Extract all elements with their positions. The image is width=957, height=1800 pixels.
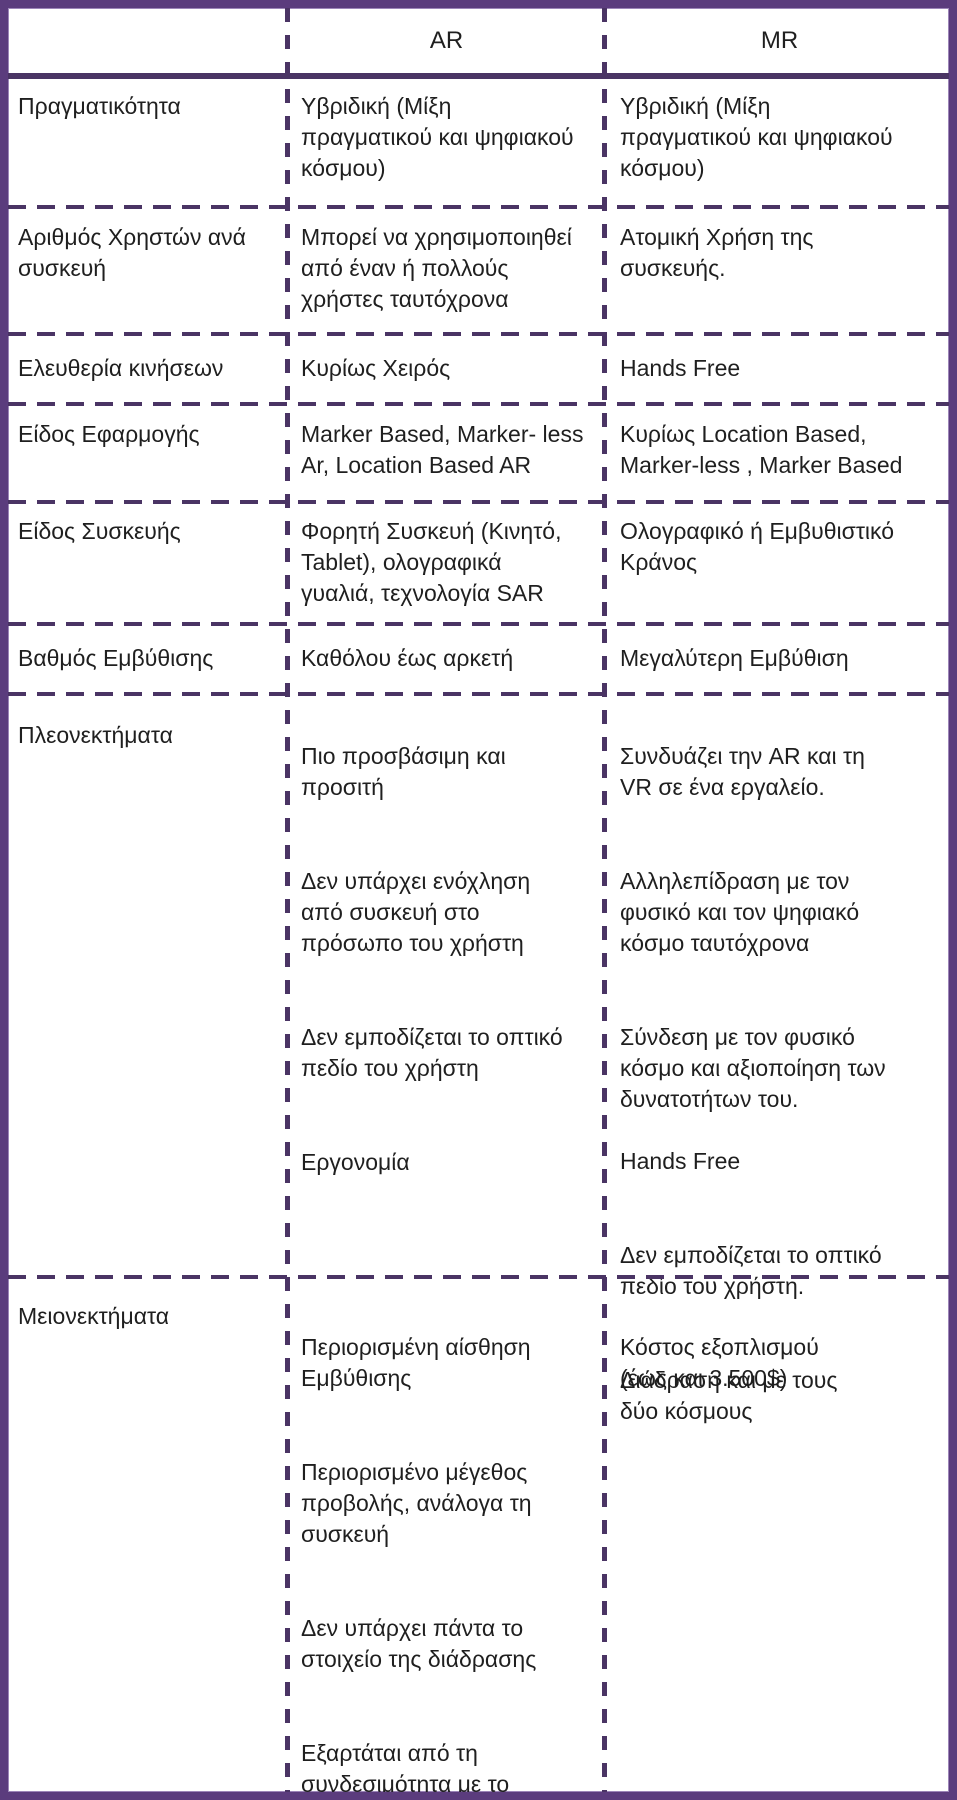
row-immersion-level: Βαθμός Εμβύθισης Καθόλου έως αρκετή Μεγα… [8, 626, 949, 709]
paragraph: Κυρίως Χειρός [301, 355, 451, 381]
paragraph: Υβριδική (Μίξη πραγματικού και ψηφιακού … [301, 93, 574, 181]
cell-users-ar: Μπορεί να χρησιμοποιηθεί από έναν ή πολλ… [285, 222, 602, 345]
cell-freedom-mr: Hands Free [602, 353, 949, 419]
row-separator-5 [8, 622, 949, 626]
row-label-device-type: Είδος Συσκευής [18, 518, 181, 544]
cell-immersion-ar: Καθόλου έως αρκετή [285, 643, 602, 709]
paragraph: Ολογραφικό ή Εμβυθιστικό Κράνος [620, 518, 895, 575]
paragraph: Σύνδεση με τον φυσικό κόσμο και αξιοποίη… [620, 1024, 886, 1112]
column-divider-1 [285, 8, 290, 1792]
cell-advantages-ar: Πιο προσβάσιμη και προσιτή Δεν υπάρχει ε… [285, 710, 602, 1458]
row-separator-3 [8, 402, 949, 406]
paragraph: Κυρίως Location Based, Marker-less , Mar… [620, 421, 903, 478]
cell-freedom-ar: Κυρίως Χειρός [285, 353, 602, 419]
paragraph: Διάδραση και με τους δύο κόσμους [620, 1367, 838, 1424]
row-separator-2 [8, 332, 949, 336]
table-header-row: AR MR [8, 8, 949, 73]
paragraph: Καθόλου έως αρκετή [301, 645, 514, 671]
paragraph: Marker Based, Marker- less Ar, Location … [301, 421, 584, 478]
row-separator-6 [8, 692, 949, 696]
paragraph: Hands Free [620, 1148, 741, 1174]
paragraph: Περιορισμένο μέγεθος προβολής, ανάλογα τ… [301, 1459, 532, 1547]
paragraph: Μπορεί να χρησιμοποιηθεί από έναν ή πολλ… [301, 224, 572, 312]
cell-reality-ar: Υβριδική (Μίξη πραγματικού και ψηφιακού … [285, 91, 602, 217]
paragraph: Αλληλεπίδραση με τον φυσικό και τον ψηφι… [620, 868, 860, 956]
row-application-type: Είδος Εφαρμογής Marker Based, Marker- le… [8, 406, 949, 513]
cell-reality-mr: Υβριδική (Μίξη πραγματικού και ψηφιακού … [602, 91, 949, 217]
row-reality: Πραγματικότητα Υβριδική (Μίξη πραγματικο… [8, 79, 949, 217]
column-header-ar: AR [429, 27, 464, 54]
cell-advantages-mr: Συνδυάζει την AR και τη VR σε ένα εργαλε… [602, 710, 949, 1458]
paragraph: Κόστος εξοπλισμού (έως και 3.500$) [620, 1334, 819, 1391]
row-freedom-of-movement: Ελευθερία κινήσεων Κυρίως Χειρός Hands F… [8, 336, 949, 419]
row-label-reality: Πραγματικότητα [18, 93, 181, 119]
paragraph: Εργονομία [301, 1149, 410, 1175]
cell-disadvantages-ar: Περιορισμένη αίσθηση Εμβύθισης Περιορισμ… [285, 1301, 602, 1797]
header-underline [8, 73, 949, 79]
paragraph: Δεν υπάρχει πάντα το στοιχείο της διάδρα… [301, 1615, 537, 1672]
paragraph: Πιο προσβάσιμη και προσιτή [301, 743, 506, 800]
row-users-per-device: Αριθμός Χρηστών ανά συσκευή Μπορεί να χρ… [8, 209, 949, 345]
row-disadvantages: Μειονεκτήματα Περιορισμένη αίσθηση Εμβύθ… [8, 1279, 949, 1797]
cell-device-mr: Ολογραφικό ή Εμβυθιστικό Κράνος [602, 516, 949, 634]
cell-application-ar: Marker Based, Marker- less Ar, Location … [285, 419, 602, 513]
row-label-immersion: Βαθμός Εμβύθισης [18, 645, 214, 671]
row-label-disadvantages: Μειονεκτήματα [18, 1303, 170, 1329]
paragraph: Hands Free [620, 355, 741, 381]
column-divider-2 [602, 8, 607, 1792]
row-label-advantages: Πλεονεκτήματα [8, 710, 285, 1458]
row-label-freedom: Ελευθερία κινήσεων [18, 355, 224, 381]
paragraph: Εξαρτάται από τη συνδεσιμότητα με το δίκ… [301, 1740, 510, 1797]
row-label-text: Πλεονεκτήματα [18, 722, 173, 748]
paragraph: Μεγαλύτερη Εμβύθιση [620, 645, 849, 671]
row-label-users-per-device: Αριθμός Χρηστών ανά συσκευή [18, 224, 246, 281]
paragraph: Ατομική Χρήση της συσκευής. [620, 224, 814, 281]
paragraph: Δεν εμποδίζεται το οπτικό πεδίο του χρήσ… [301, 1024, 563, 1081]
column-header-mr: MR [760, 27, 799, 54]
cell-disadvantages-mr: Κόστος εξοπλισμού (έως και 3.500$) [602, 1301, 949, 1792]
paragraph: Υβριδική (Μίξη πραγματικού και ψηφιακού … [620, 93, 893, 181]
row-label-application-type: Είδος Εφαρμογής [18, 421, 200, 447]
row-device-type: Είδος Συσκευής Φορητή Συσκευή (Κινητό, T… [8, 504, 949, 634]
paragraph: Φορητή Συσκευή (Κινητό, Tablet), ολογραφ… [301, 518, 562, 606]
cell-device-ar: Φορητή Συσκευή (Κινητό, Tablet), ολογραφ… [285, 516, 602, 634]
row-separator-7 [8, 1275, 949, 1279]
row-separator-1 [8, 205, 949, 209]
paragraph: Συνδυάζει την AR και τη VR σε ένα εργαλε… [620, 743, 865, 800]
paragraph: Δεν υπάρχει ενόχληση από συσκευή στο πρό… [301, 868, 531, 956]
paragraph: Περιορισμένη αίσθηση Εμβύθισης [301, 1334, 531, 1391]
row-advantages: Πλεονεκτήματα Πιο προσβάσιμη και προσιτή… [8, 696, 949, 1424]
cell-users-mr: Ατομική Χρήση της συσκευής. [602, 222, 949, 345]
cell-immersion-mr: Μεγαλύτερη Εμβύθιση [602, 643, 949, 709]
row-separator-4 [8, 500, 949, 504]
table-body: AR MR Πραγματικότητα Υβριδική (Μίξη πραγ… [8, 8, 949, 1792]
cell-application-mr: Κυρίως Location Based, Marker-less , Mar… [602, 419, 949, 513]
